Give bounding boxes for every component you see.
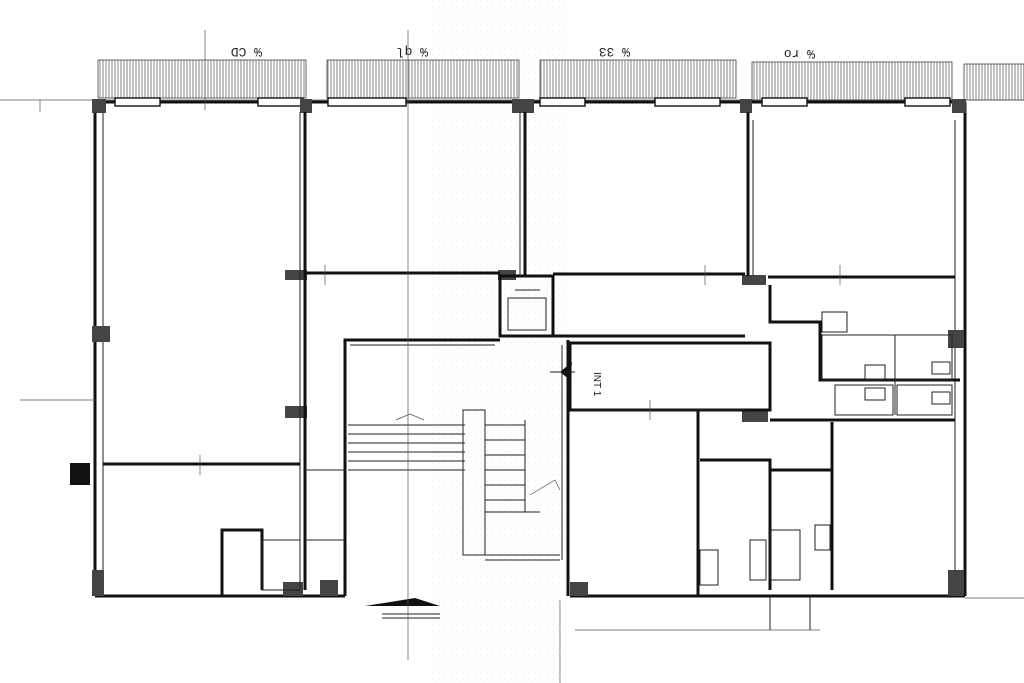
balcony-label-3: ℅ 33 (599, 44, 630, 59)
lift-shaft (498, 274, 555, 338)
lower-left-rooms (220, 469, 345, 596)
balcony-4 (751, 61, 953, 101)
balcony-label-2: ℅ ql (397, 44, 428, 59)
interior-walls (103, 112, 955, 590)
lower-right-rooms (696, 410, 834, 630)
balcony-labels: ℅ CD ℅ ql ℅ 33 ℅ ro (231, 44, 815, 61)
windows (114, 97, 951, 107)
balcony-label-1: ℅ CD (231, 44, 262, 59)
balcony-3 (539, 59, 737, 99)
stairwell (343, 338, 570, 596)
balcony-1 (97, 59, 307, 99)
balcony-2 (326, 59, 520, 99)
stair-treads (348, 409, 561, 561)
entrance-arrow-icon (365, 598, 440, 619)
balcony-label-4: ℅ ro (784, 46, 815, 61)
balconies (97, 59, 1024, 101)
corridor (553, 334, 772, 412)
bathroom-block (768, 285, 960, 422)
pillars (70, 99, 966, 596)
svg-text:INT 1: INT 1 (591, 372, 602, 397)
balcony-5 (963, 63, 1024, 101)
grid-lines (20, 30, 1024, 683)
